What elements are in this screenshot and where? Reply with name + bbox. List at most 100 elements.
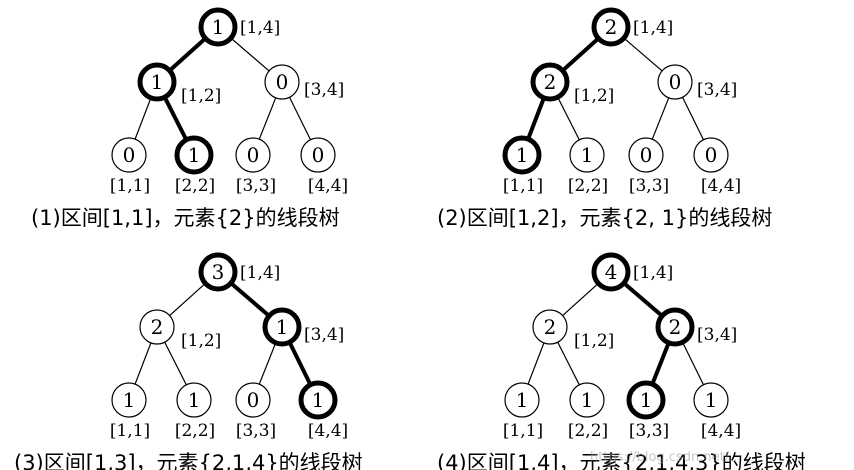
tree-node-leaf1-range-label: [1,1] xyxy=(110,421,150,441)
tree-node-leaf4 xyxy=(693,382,729,418)
tree-node-root-value: 3 xyxy=(212,260,225,284)
tree-edge-right-leaf4 xyxy=(682,343,705,386)
tree-node-leaf1-value: 0 xyxy=(123,143,136,167)
tree-node-left-value: 1 xyxy=(151,70,164,94)
tree-node-leaf2-value: 1 xyxy=(581,388,594,412)
tree-node-leaf4 xyxy=(300,137,336,173)
tree-node-right xyxy=(655,307,695,347)
tree-node-leaf3-value: 1 xyxy=(640,388,653,412)
tree-node-root-range-label: [1,4] xyxy=(633,263,673,283)
tree-panel-2-caption: (2)区间[1,2]，元素{2, 1}的线段树 xyxy=(437,206,772,230)
tree-edge-left-leaf2 xyxy=(164,341,187,386)
tree-node-right-range-label: [3,4] xyxy=(697,325,737,345)
tree-edge-root-left xyxy=(562,284,598,317)
tree-node-leaf1-value: 1 xyxy=(516,388,529,412)
tree-node-leaf3 xyxy=(628,137,664,173)
tree-node-leaf1 xyxy=(504,382,540,418)
tree-edge-left-leaf1 xyxy=(134,342,152,385)
tree-node-leaf4-range-label: [4,4] xyxy=(308,176,348,196)
tree-node-left-range-label: [1,2] xyxy=(574,86,614,106)
tree-edge-right-leaf4 xyxy=(681,96,705,141)
tree-node-leaf3-range-label: [3,3] xyxy=(236,421,276,441)
tree-node-left xyxy=(530,62,570,102)
tree-node-right-value: 1 xyxy=(276,315,289,339)
tree-node-leaf1-value: 1 xyxy=(123,388,136,412)
tree-node-leaf2 xyxy=(569,137,605,173)
tree-node-leaf2-range-label: [2,2] xyxy=(568,176,608,196)
tree-edge-left-leaf1 xyxy=(134,99,151,140)
tree-node-leaf2-value: 1 xyxy=(581,143,594,167)
tree-node-leaf1-range-label: [1,1] xyxy=(503,421,543,441)
tree-node-left-value: 2 xyxy=(151,315,164,339)
tree-edge-left-leaf1 xyxy=(526,97,546,140)
tree-node-leaf1-range-label: [1,1] xyxy=(110,176,150,196)
tree-node-left xyxy=(139,309,175,345)
tree-node-right-value: 0 xyxy=(669,70,682,94)
tree-node-leaf3-range-label: [3,3] xyxy=(629,421,669,441)
tree-edge-left-leaf2 xyxy=(557,341,580,386)
tree-edge-right-leaf4 xyxy=(288,96,312,141)
tree-node-root-value: 2 xyxy=(605,15,618,39)
tree-panel-1-caption: (1)区间[1,1]，元素{2}的线段树 xyxy=(31,206,340,230)
tree-node-leaf2-value: 1 xyxy=(188,388,201,412)
tree-edge-left-leaf1 xyxy=(527,342,545,385)
tree-edge-root-right xyxy=(624,38,663,72)
tree-node-root xyxy=(591,7,631,47)
tree-node-root xyxy=(198,252,238,292)
tree-edge-right-leaf3 xyxy=(651,342,670,385)
watermark-text: https://blog.csdn.net/... xyxy=(590,450,741,465)
tree-node-left-range-label: [1,2] xyxy=(181,331,221,351)
tree-node-leaf2 xyxy=(174,135,214,175)
tree-node-leaf1 xyxy=(111,382,147,418)
tree-node-right-range-label: [3,4] xyxy=(697,80,737,100)
tree-edge-root-left xyxy=(169,284,205,317)
tree-edge-root-left xyxy=(562,37,599,72)
tree-node-root-range-label: [1,4] xyxy=(240,263,280,283)
tree-node-leaf4-range-label: [4,4] xyxy=(701,421,741,441)
tree-edge-root-right xyxy=(230,282,270,317)
tree-node-root xyxy=(198,7,238,47)
tree-node-leaf4-value: 1 xyxy=(705,388,718,412)
tree-node-leaf2-range-label: [2,2] xyxy=(175,176,215,196)
tree-node-leaf3 xyxy=(626,380,666,420)
tree-edge-root-right xyxy=(623,282,663,317)
tree-node-root-range-label: [1,4] xyxy=(633,18,673,38)
tree-node-leaf3-value: 0 xyxy=(640,143,653,167)
tree-node-leaf3-value: 0 xyxy=(247,143,260,167)
tree-edge-right-leaf3 xyxy=(258,97,277,140)
tree-node-root-value: 4 xyxy=(605,260,618,284)
tree-node-left xyxy=(137,62,177,102)
tree-panel-1: 1[1,4]1[1,2]0[3,4]0[1,1]1[2,2]0[3,3]0[4,… xyxy=(110,7,348,196)
tree-node-leaf1-value: 1 xyxy=(516,143,529,167)
tree-edge-right-leaf3 xyxy=(651,97,670,140)
tree-node-left-range-label: [1,2] xyxy=(181,86,221,106)
tree-edge-left-leaf2 xyxy=(163,96,188,141)
tree-node-leaf2 xyxy=(176,382,212,418)
tree-node-right-value: 2 xyxy=(669,315,682,339)
tree-node-leaf2-value: 1 xyxy=(188,143,201,167)
tree-node-leaf4-range-label: [4,4] xyxy=(701,176,741,196)
tree-edge-left-leaf2 xyxy=(557,98,580,141)
tree-node-leaf4 xyxy=(298,380,338,420)
tree-node-leaf4-value: 0 xyxy=(705,143,718,167)
tree-node-leaf1 xyxy=(111,137,147,173)
tree-node-leaf2-range-label: [2,2] xyxy=(175,421,215,441)
tree-node-leaf4-value: 1 xyxy=(312,388,325,412)
tree-node-left-value: 2 xyxy=(544,70,557,94)
tree-node-leaf3 xyxy=(235,382,271,418)
tree-node-right-range-label: [3,4] xyxy=(304,325,344,345)
tree-node-left-value: 2 xyxy=(544,315,557,339)
tree-node-leaf3-range-label: [3,3] xyxy=(629,176,669,196)
tree-node-left-range-label: [1,2] xyxy=(574,331,614,351)
tree-node-leaf1-range-label: [1,1] xyxy=(503,176,543,196)
tree-node-root-range-label: [1,4] xyxy=(240,18,280,38)
tree-node-right xyxy=(264,64,300,100)
tree-node-right-range-label: [3,4] xyxy=(304,80,344,100)
tree-edge-right-leaf3 xyxy=(258,344,276,385)
tree-node-leaf3-value: 0 xyxy=(247,388,260,412)
tree-node-leaf1 xyxy=(502,135,542,175)
tree-node-right-value: 0 xyxy=(276,70,289,94)
tree-node-root xyxy=(591,252,631,292)
tree-panel-4-caption: (4)区间[1,4]，元素{2,1,4,3}的线段树 xyxy=(437,451,806,470)
